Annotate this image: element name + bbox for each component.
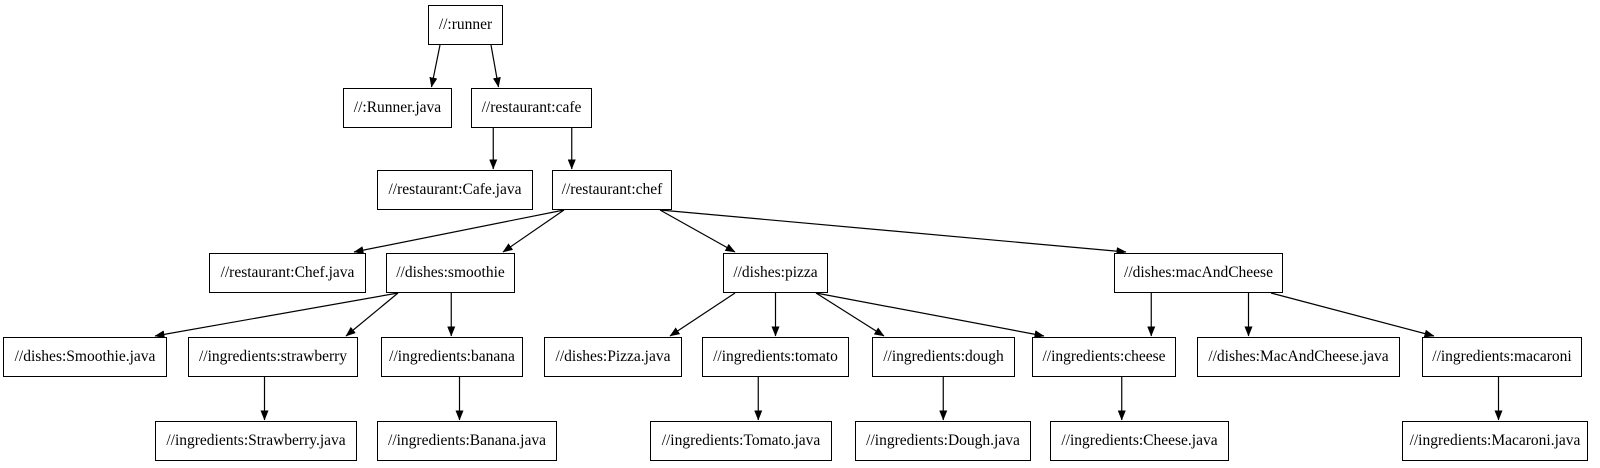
node-cheese: //ingredients:cheese xyxy=(1032,337,1176,377)
node-chef-java: //restaurant:Chef.java xyxy=(209,253,366,293)
node-macaroni: //ingredients:macaroni xyxy=(1422,337,1582,377)
node-banana: //ingredients:banana xyxy=(381,337,523,377)
edge-runner-to-runner-java xyxy=(429,44,441,88)
node-chef: //restaurant:chef xyxy=(552,170,672,210)
node-pizza: //dishes:pizza xyxy=(723,253,828,293)
node-smoothie: //dishes:smoothie xyxy=(386,253,515,293)
edge-chef-to-chef-java xyxy=(353,209,565,255)
edge-macandcheese-to-macaroni xyxy=(1270,292,1435,338)
node-runner: //:runner xyxy=(428,5,503,45)
edge-pizza-to-pizza-java xyxy=(669,292,736,337)
edge-chef-to-macandcheese xyxy=(659,209,1127,256)
edge-smoothie-to-smoothie-java xyxy=(154,292,399,339)
node-pizza-java: //dishes:Pizza.java xyxy=(544,337,682,377)
node-banana-java: //ingredients:Banana.java xyxy=(377,421,557,461)
edge-chef-to-smoothie xyxy=(502,209,565,253)
node-cheese-java: //ingredients:Cheese.java xyxy=(1050,421,1229,461)
node-dough: //ingredients:dough xyxy=(872,337,1015,377)
node-macaroni-java: //ingredients:Macaroni.java xyxy=(1402,421,1588,461)
node-runner-java: //:Runner.java xyxy=(343,88,452,128)
edge-pizza-to-cheese xyxy=(815,292,1045,339)
node-tomato: //ingredients:tomato xyxy=(702,337,849,377)
edge-chef-to-pizza xyxy=(659,209,736,253)
node-macandcheese-java: //dishes:MacAndCheese.java xyxy=(1197,337,1400,377)
edge-pizza-to-dough xyxy=(815,292,885,337)
node-cafe: //restaurant:cafe xyxy=(471,88,592,128)
node-strawberry: //ingredients:strawberry xyxy=(188,337,358,377)
node-smoothie-java: //dishes:Smoothie.java xyxy=(3,337,167,377)
node-macandcheese: //dishes:macAndCheese xyxy=(1114,253,1283,293)
node-dough-java: //ingredients:Dough.java xyxy=(855,421,1031,461)
edge-runner-to-cafe xyxy=(490,44,501,88)
node-cafe-java: //restaurant:Cafe.java xyxy=(377,170,533,210)
node-strawberry-java: //ingredients:Strawberry.java xyxy=(155,421,357,461)
edge-smoothie-to-strawberry xyxy=(345,292,399,337)
node-tomato-java: //ingredients:Tomato.java xyxy=(650,421,832,461)
